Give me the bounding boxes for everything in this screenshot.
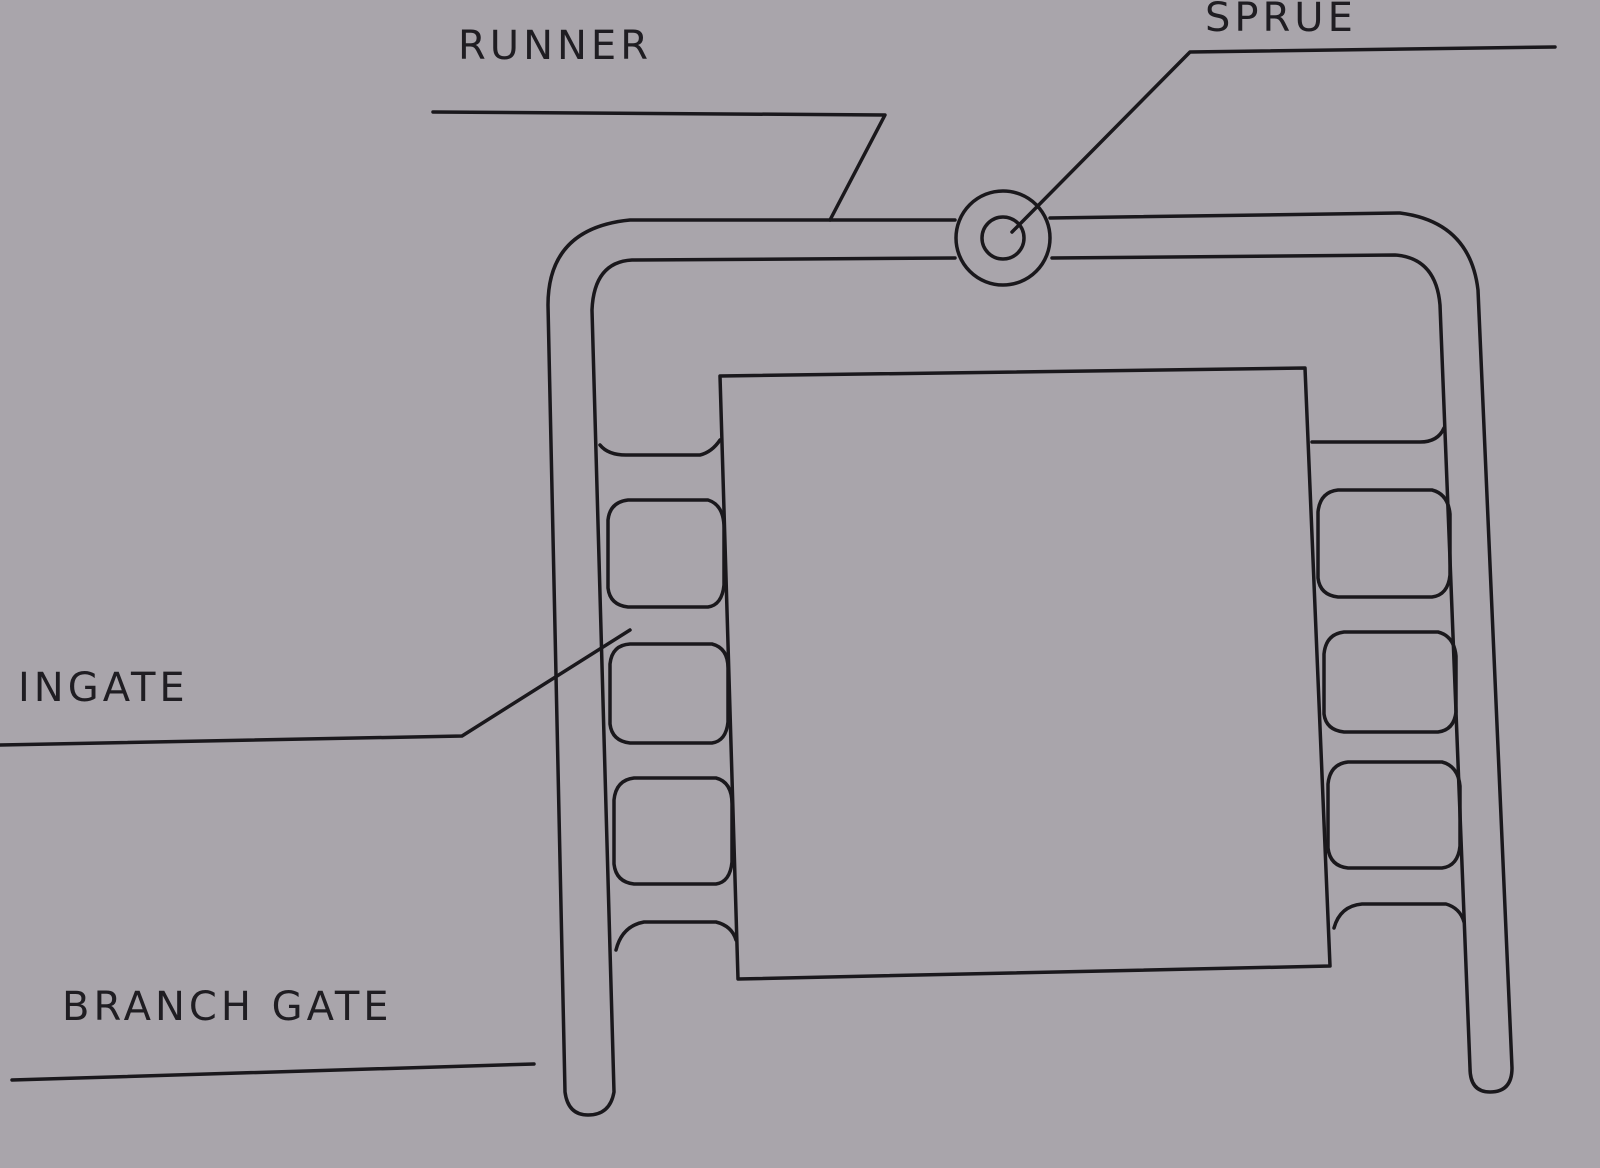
label-ingate: INGATE — [18, 665, 189, 711]
left-branch-gate-4 — [612, 776, 734, 886]
runner-leader-line — [431, 110, 887, 222]
runner-outer-contour-right — [1048, 211, 1514, 1094]
sprue-outer-circle — [954, 189, 1052, 287]
left-branch-gate-3 — [608, 642, 730, 745]
right-branch-gate-4 — [1326, 760, 1462, 870]
right-branch-gate-2 — [1316, 488, 1452, 599]
left-branch-gate-1 — [598, 438, 722, 457]
right-branch-gate-5 — [1332, 902, 1466, 930]
right-branch-gate-3 — [1322, 630, 1458, 734]
sprue-inner-circle — [980, 215, 1026, 261]
label-branch-gate: BRANCH GATE — [62, 984, 393, 1030]
left-branch-gate-5 — [614, 920, 738, 952]
casting-cavity — [718, 366, 1332, 981]
ingate-leader-line — [0, 628, 632, 747]
sprue-leader-line — [1010, 45, 1557, 234]
right-branch-gate-1 — [1310, 426, 1446, 444]
runner-outer-contour — [546, 218, 957, 1117]
left-branch-gate-2 — [606, 498, 726, 609]
branch-gate-leader-line — [10, 1062, 536, 1082]
label-runner: RUNNER — [458, 23, 652, 69]
label-sprue: SPRUE — [1205, 0, 1357, 41]
